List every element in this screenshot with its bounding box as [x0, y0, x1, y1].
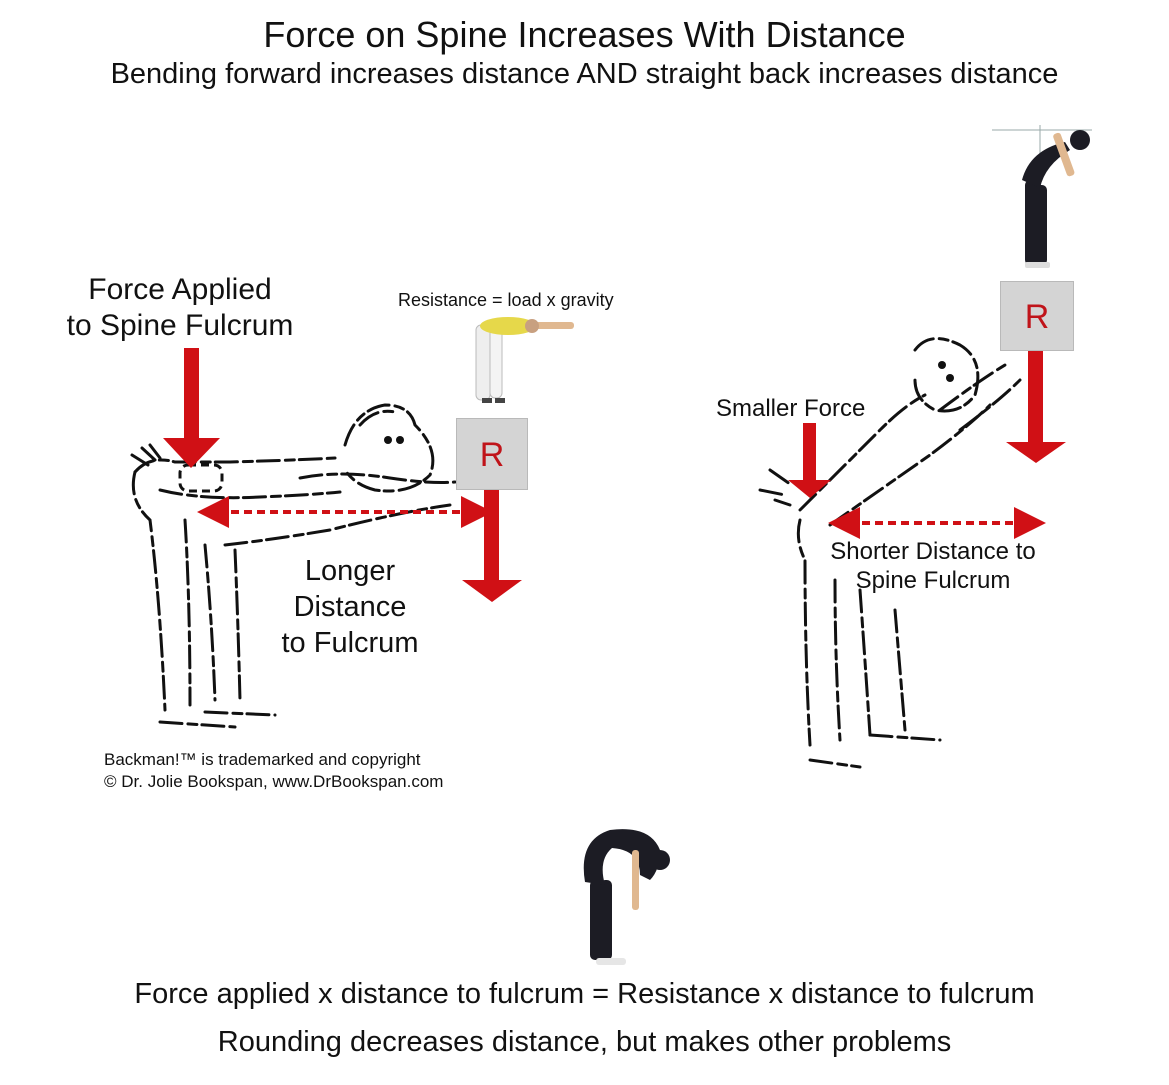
left-backman-sketch	[130, 403, 457, 729]
left-sketch-face	[384, 436, 404, 444]
shorter-distance-line2: Spine Fulcrum	[855, 567, 1011, 594]
diagram-title: Force on Spine Increases With Distance	[263, 14, 906, 55]
shorter-distance-line1: Shorter Distance to	[830, 538, 1036, 565]
left-person-photo	[475, 317, 574, 403]
right-person-photo	[992, 125, 1092, 268]
shorter-distance-label: Shorter Distance to Spine Fulcrum	[808, 537, 1058, 595]
bottom-person-photo	[583, 829, 670, 965]
longer-distance-line1: Longer	[304, 555, 396, 587]
right-resistance-down-arrow-icon	[1006, 350, 1066, 463]
footer-note: Rounding decreases distance, but makes o…	[217, 1026, 952, 1058]
left-force-down-arrow-icon	[163, 348, 220, 468]
footer-equation: Force applied x distance to fulcrum = Re…	[134, 978, 1035, 1010]
left-spine-fulcrum-marker	[178, 463, 224, 493]
copyright-line2: © Dr. Jolie Bookspan, www.DrBookspan.com	[104, 772, 444, 791]
longer-distance-line2: Distance	[293, 591, 407, 623]
left-force-label-line2: to Spine Fulcrum	[66, 309, 294, 342]
resistance-formula-label: Resistance = load x gravity	[398, 290, 614, 310]
left-resistance-down-arrow-icon	[462, 488, 522, 602]
left-force-label-line1: Force Applied	[88, 273, 272, 306]
right-force-down-arrow-icon	[788, 423, 831, 498]
right-sketch-face	[938, 361, 954, 382]
left-resistance-box: R	[456, 418, 528, 490]
diagram-subtitle: Bending forward increases distance AND s…	[110, 58, 1059, 90]
right-resistance-box: R	[1000, 281, 1074, 351]
left-force-label: Force Applied to Spine Fulcrum	[40, 272, 320, 344]
right-backman-sketch	[758, 337, 1022, 769]
longer-distance-label: Longer Distance to Fulcrum	[260, 553, 440, 661]
longer-distance-line3: to Fulcrum	[281, 627, 419, 659]
copyright-line1: Backman!™ is trademarked and copyright	[104, 750, 421, 769]
copyright-notice: Backman!™ is trademarked and copyright ©…	[104, 749, 443, 793]
smaller-force-label: Smaller Force	[716, 395, 866, 422]
